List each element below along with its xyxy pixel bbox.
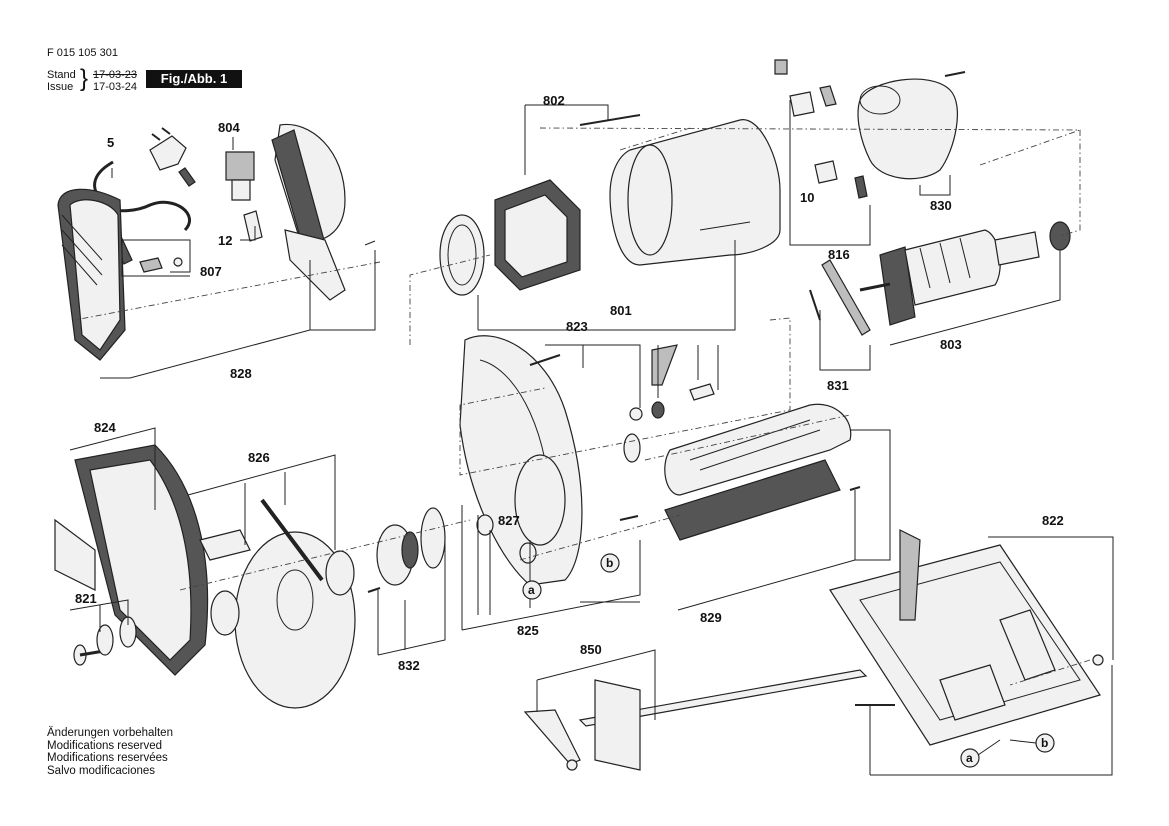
marker-a-circle [522,580,542,600]
document-number: F 015 105 301 [47,47,118,59]
marker-b-upper: b [606,556,613,570]
note-en: Modifications reserved [47,739,163,752]
label-829: 829 [700,610,722,625]
lower-guard-drawing [54,444,209,676]
label-823: 823 [566,319,588,334]
base-plate-drawing [829,529,1104,746]
note-de: Änderungen vorbehalten [47,727,173,739]
label-822: 822 [1042,513,1064,528]
issue-label: Issue [47,81,74,93]
brace-icon: } [80,65,89,92]
upper-guard-drawing [459,335,715,586]
handle-drawing [664,403,861,541]
label-826: 826 [248,450,270,465]
note-es: Salvo modificaciones [47,764,156,777]
footer-notes: Änderungen vorbehalten Modifications res… [47,727,173,777]
assembly-guide-lines [74,127,1091,686]
saw-blade-drawing [199,498,356,709]
label-5: 5 [107,135,114,150]
label-825: 825 [517,623,539,638]
parallel-guide-drawing [523,669,868,771]
blade-flange-drawing [73,616,137,666]
label-802: 802 [543,93,565,108]
marker-a-lower-circle [960,748,980,768]
label-801: 801 [610,303,632,318]
marker-a-upper: a [528,583,535,597]
label-824: 824 [94,420,116,435]
rear-cap-drawing [774,59,966,199]
motor-housing-drawing [439,114,781,296]
label-828: 828 [230,366,252,381]
label-10: 10 [800,190,814,205]
figure-tag: Fig./Abb. 1 [146,70,242,88]
label-803: 803 [940,337,962,352]
label-821: 821 [75,591,97,606]
armature-drawing [809,221,1071,336]
marker-b-lower: b [1041,736,1048,750]
issue-date: 17-03-24 [93,81,138,93]
marker-b-circle [600,553,620,573]
stand-date: 17-03-23 [93,69,138,81]
label-827: 827 [498,513,520,528]
marker-a-lower: a [966,751,973,765]
label-832: 832 [398,658,420,673]
label-831: 831 [827,378,849,393]
stand-label: Stand [47,69,76,81]
callout-leaders [69,100,1114,776]
label-816: 816 [828,247,850,262]
connection-markers: a b a b [522,553,1055,768]
label-850: 850 [580,642,602,657]
note-fr: Modifications reservées [47,752,168,765]
label-804: 804 [218,120,240,135]
label-12: 12 [218,233,232,248]
label-830: 830 [930,198,952,213]
switch-housing-left-drawing [57,123,376,361]
part-number-labels: 5 804 12 807 828 802 801 10 816 830 803 … [75,93,1064,673]
label-807: 807 [200,264,222,279]
gearbox-drawing [367,507,446,593]
